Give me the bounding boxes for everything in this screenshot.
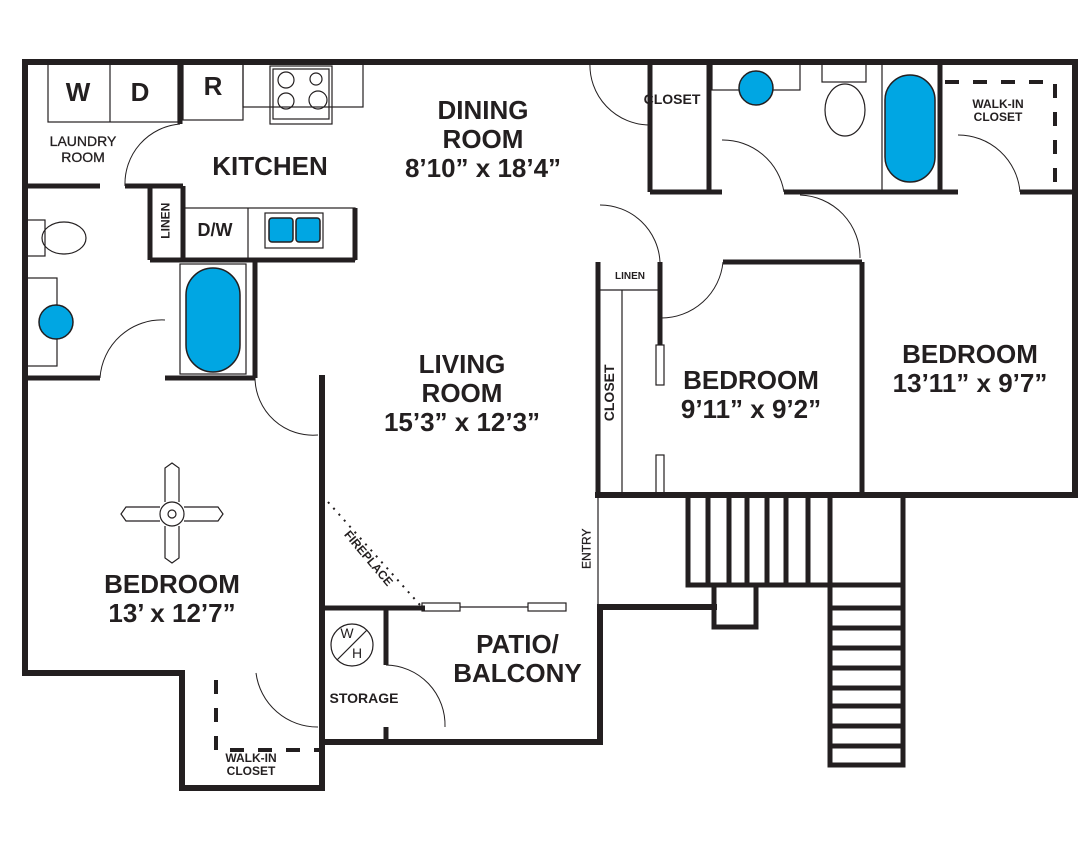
bedroom-middle-label: BEDROOM 9’11” x 9’2”: [680, 365, 822, 425]
water-heater-icon: [330, 623, 374, 667]
patio-balcony-label: PATIO/ BALCONY: [453, 629, 582, 689]
bedroom-right-label: BEDROOM 13’11” x 9’7”: [892, 339, 1048, 399]
dishwasher-label: D/W: [197, 220, 233, 240]
door-swings: [99, 61, 1021, 728]
water-heater-w: W: [340, 625, 354, 641]
living-room-label: LIVING ROOM 15’3” x 12’3”: [383, 349, 541, 438]
stove-icon: [269, 65, 333, 125]
refrigerator-label: R: [203, 71, 223, 101]
counters: [47, 61, 364, 261]
walkin-closet-bottom-label: WALK-IN CLOSET: [225, 751, 277, 779]
stairs: [685, 492, 906, 768]
linen-hall-label: LINEN: [158, 202, 173, 239]
dining-room-label: DINING ROOM 8’10” x 18’4”: [404, 95, 562, 184]
hall-tub-icon: [185, 267, 241, 373]
sliding-doors: [421, 344, 665, 612]
kitchen-sink-icon: [264, 212, 324, 249]
linen-right-label: LINEN: [615, 271, 645, 282]
hall-bath-fixtures: [26, 219, 247, 375]
walkin-closet-top-label: WALK-IN CLOSET: [972, 97, 1024, 125]
interior-walls: [25, 62, 1075, 742]
master-bath-fixtures: [711, 61, 936, 192]
laundry-room-label: LAUNDRY ROOM: [49, 133, 117, 165]
bedroom-left-label: BEDROOM 13’ x 12’7”: [104, 569, 240, 629]
dryer-label: D: [130, 77, 150, 107]
water-heater-h: H: [351, 645, 363, 661]
master-tub-icon: [884, 74, 936, 183]
master-sink-icon: [738, 70, 774, 106]
hall-sink-icon: [38, 304, 74, 340]
washer-label: W: [65, 77, 91, 107]
entry-label: ENTRY: [579, 528, 594, 569]
storage-label: STORAGE: [329, 690, 399, 706]
closet-top-label: CLOSET: [643, 91, 701, 107]
closet-dashes: [214, 80, 1057, 752]
kitchen-label: KITCHEN: [212, 151, 328, 181]
closet-side-label: CLOSET: [601, 364, 618, 422]
ceiling-fan-icon: [120, 462, 224, 564]
